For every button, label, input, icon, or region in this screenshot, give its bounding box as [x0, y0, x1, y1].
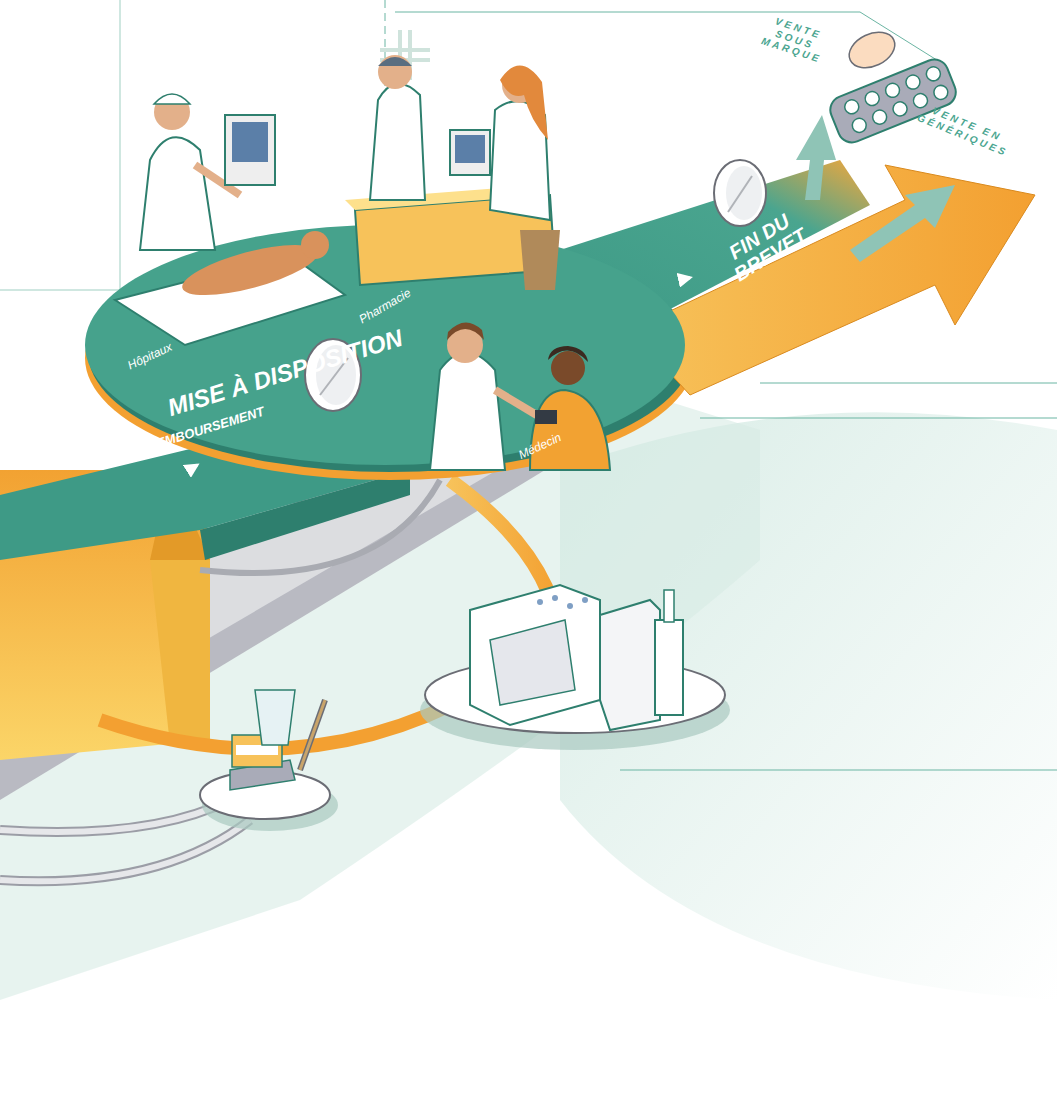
availability-disc: MISE À DISPOSITIONHôpitauxPharmacieMédec… [85, 225, 685, 465]
disc-surface [85, 225, 685, 465]
patent-end-band: FIN DU BREVET [690, 215, 850, 305]
sales-label: VENTE SOUS MARQUE [752, 10, 839, 68]
flow-arrow [685, 278, 690, 279]
pricing-band: PRIX ET REMBOURSEMENT [10, 470, 290, 520]
stage-title: FIN DU BREVET [699, 194, 832, 299]
sales-label: VENTE EN GÉNÉRIQUES [905, 96, 1025, 162]
place-label: Pharmacie [345, 300, 425, 322]
place-label: Hôpitaux [110, 350, 190, 372]
flow-arrow [189, 465, 197, 470]
place-label: Médecin [505, 440, 575, 462]
